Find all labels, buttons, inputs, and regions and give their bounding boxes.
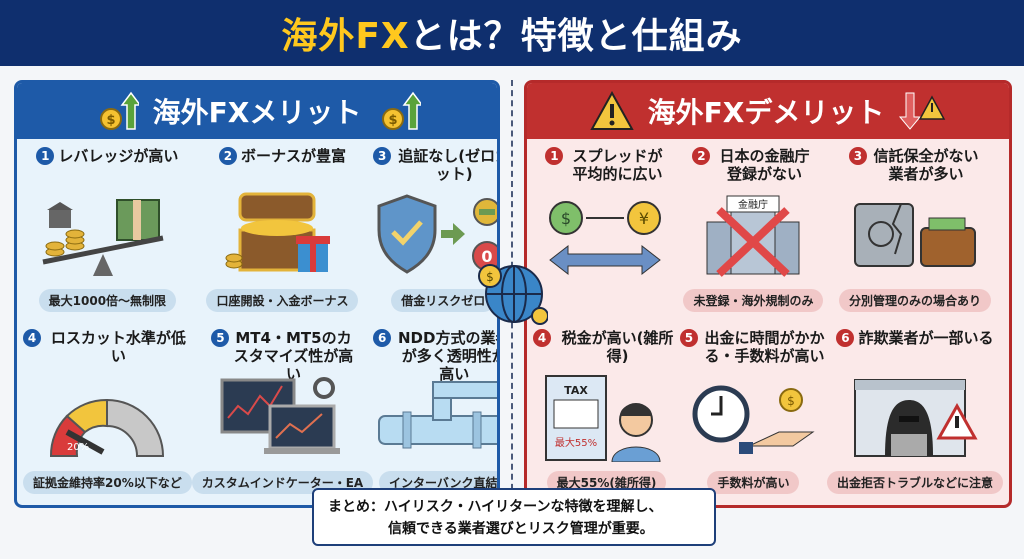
demerits-header: 海外FXデメリット [527,83,1009,139]
number-badge: 1 [36,147,55,165]
svg-text:0: 0 [482,247,493,266]
merits-title: 海外FXメリット [152,96,362,129]
demerit-fsa: 2 日本の金融庁登録がない 金融庁 未登録・海外規制のみ [680,147,827,329]
svg-text:$: $ [561,209,571,228]
coin-up-arrow-icon: $ [382,91,422,130]
fsa-building-crossed-icon: 金融庁 [706,195,800,277]
number-badge: 2 [692,147,711,165]
item-title: 信託保全がない業者が多い [873,147,979,183]
item-caption: 出金拒否トラブルなどに注意 [826,471,1003,494]
treasure-chest-icon [225,192,331,272]
item-caption: 口座開設・入金ボーナス [206,289,359,312]
svg-text:$: $ [788,394,796,408]
svg-text:金融庁: 金融庁 [738,198,768,211]
item-title: 税金が高い(雑所得) [561,329,674,365]
item-title: レバレッジが高い [58,147,179,165]
item-caption: 借金リスクゼロ [391,289,496,312]
number-badge: 1 [545,147,564,165]
merits-header: $ 海外FXメリット $ [17,83,497,139]
item-title: スプレッドが平均的に広い [572,147,663,183]
merit-losscut: 4 ロスカット水準が低い 20% 証拠金維持率20%以下など [23,329,192,505]
shield-check-zero-icon: 0 [377,194,497,274]
item-title: 詐欺業者が一部いる [858,329,994,347]
item-title: 追証なし(ゼロカット) [398,147,500,183]
item-caption: 証拠金維持率20%以下など [23,471,192,494]
pipe-icon [378,381,497,449]
demerit-withdrawal: 5 出金に時間がかかる・手数料が高い $ 手数料が高い [679,329,827,505]
number-badge: 5 [679,329,698,347]
number-badge: 4 [533,329,551,347]
seesaw-bank-money-icon [42,199,164,276]
gauge-icon: 20% [50,398,165,457]
summary-box: まとめ：ハイリスク・ハイリターンな特徴を理解し、 信頼できる業者選びとリスク管理… [312,488,716,546]
item-title: 日本の金融庁登録がない [719,147,810,183]
item-caption: 手数料が高い [707,471,800,494]
number-badge: 2 [218,147,237,165]
globe-coin-icon: $ [478,264,548,325]
number-badge: 3 [373,147,392,165]
monitor-laptop-chart-icon [220,377,341,454]
number-badge: 3 [848,147,867,165]
demerits-title: 海外FXデメリット [647,96,885,129]
title-highlight: 海外FX [281,16,410,57]
item-title: MT4・MT5のカスタマイズ性が高い [233,329,354,383]
number-badge: 6 [373,329,392,347]
dollar-yen-spread-icon: $¥ [549,201,662,276]
merit-zerocut: 3 追証なし(ゼロカット) 0 借金リスクゼロ [373,147,500,329]
svg-text:$: $ [106,113,115,128]
item-caption: 最大1000倍〜無制限 [38,289,177,312]
hacker-warning-icon [853,379,978,457]
item-title: ボーナスが豊富 [240,147,346,165]
clock-hand-coin-icon: $ [692,385,816,454]
broken-safe-wallet-icon [853,203,976,267]
tax-clipboard-worried-person-icon: TAX 最大55% [545,375,661,462]
item-caption: 分別管理のみの場合あり [838,289,991,312]
item-title: 出金に時間がかかる・手数料が高い [704,329,825,365]
number-badge: 4 [23,329,41,347]
title-rest: とは？特徴と仕組み [409,16,743,57]
svg-text:$: $ [389,113,398,128]
item-title: NDD方式の業者が多く透明性が高い [398,329,500,383]
item-title: ロスカット水準が低い [50,329,186,365]
svg-text:$: $ [486,270,494,284]
down-arrow-warning-icon [899,92,946,130]
svg-text:TAX: TAX [565,384,589,397]
summary-line-2: 信頼できる業者選びとリスク管理が重要。 [388,521,654,537]
summary-line-1: まとめ：ハイリスク・ハイリターンな特徴を理解し、 [328,499,663,515]
warning-icon [589,91,634,130]
svg-text:最大55%: 最大55% [555,436,597,449]
number-badge: 6 [836,329,855,347]
svg-text:20%: 20% [67,442,89,453]
number-badge: 5 [211,329,230,347]
demerit-trust: 3 信託保全がない業者が多い 分別管理のみの場合あり [827,147,1003,329]
item-caption: 未登録・海外規制のみ [683,289,824,312]
coin-up-arrow-icon: $ [99,91,139,130]
svg-text:¥: ¥ [639,209,649,228]
